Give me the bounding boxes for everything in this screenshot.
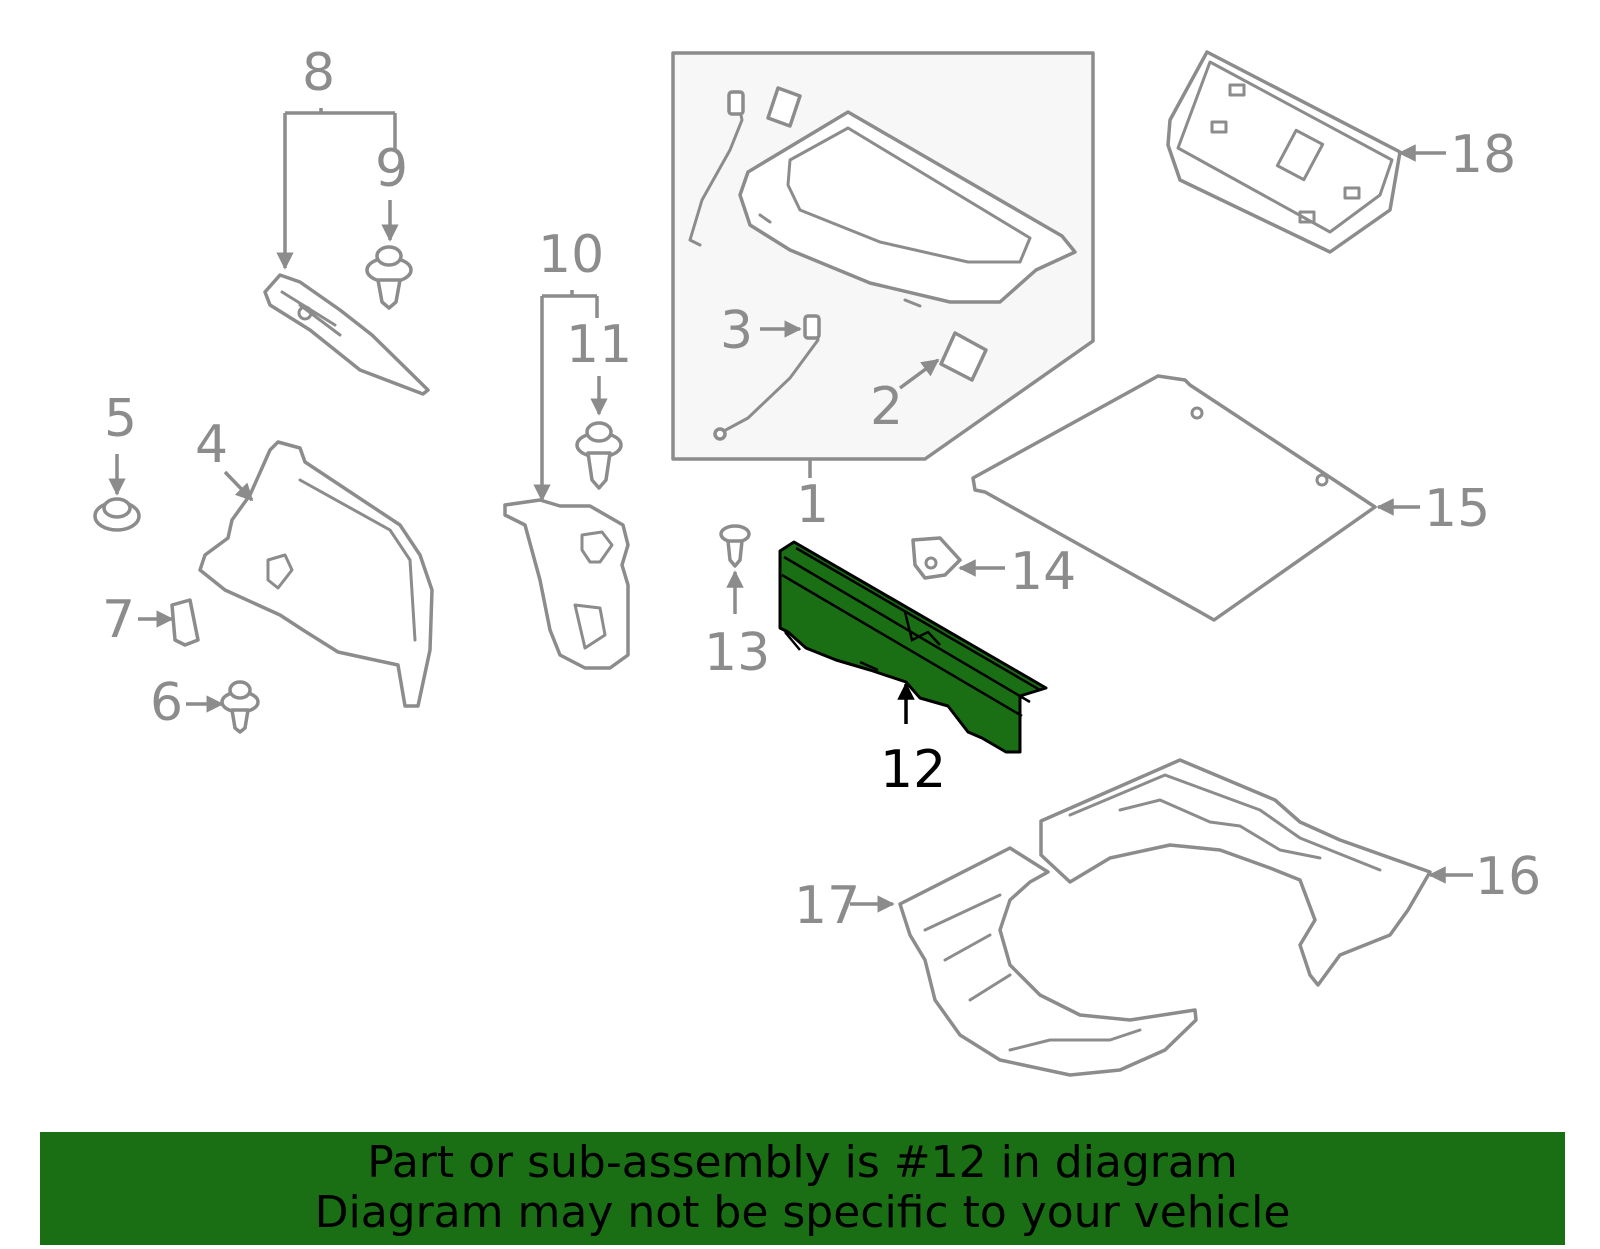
callout-7: 7 [102,590,135,650]
part-6-clip [220,680,260,734]
part-11-clip [575,421,623,490]
part-10-quarter-trim [503,498,630,670]
callout-9: 9 [375,139,408,199]
part-17-floor-board [898,846,1198,1077]
part-7-pad [170,598,200,647]
info-banner: Part or sub-assembly is #12 in diagram D… [40,1132,1565,1245]
part-18-storage-box [1166,50,1402,254]
part-12-rear-panel-trim [778,540,1048,754]
callout-2: 2 [870,377,903,437]
callout-16: 16 [1475,847,1541,907]
callout-12: 12 [880,740,946,800]
part-14-bracket [911,536,962,580]
part-16-tire-tray [1039,758,1432,987]
callout-11: 11 [566,315,632,375]
part-15-floor-mat [971,374,1377,622]
callout-8: 8 [302,43,335,103]
package-tray-part [738,110,1077,308]
part-5-grommet [93,497,141,532]
callout-10: 10 [538,225,604,285]
part-9-clip [365,245,413,310]
part-13-clip [719,524,751,568]
callout-labels: 1 2 3 4 5 6 7 8 9 10 11 12 13 14 15 16 1… [102,43,1541,936]
callout-15: 15 [1424,479,1490,539]
leader-lines [108,108,1473,913]
callout-13: 13 [704,623,770,683]
callout-14: 14 [1010,542,1076,602]
callout-6: 6 [150,673,183,733]
callout-18: 18 [1450,125,1516,185]
callout-4: 4 [195,415,228,475]
banner-line-1: Part or sub-assembly is #12 in diagram [367,1137,1238,1188]
callout-17: 17 [794,876,860,936]
callout-3: 3 [720,301,753,361]
tray-strap-parts [688,86,821,441]
part-8-trim-strip [263,273,430,396]
callout-1: 1 [796,475,829,535]
callout-5: 5 [104,389,137,449]
banner-line-2: Diagram may not be specific to your vehi… [314,1187,1291,1238]
part-4-side-trim-panel [198,440,434,708]
part-2-label-shape [939,331,988,382]
